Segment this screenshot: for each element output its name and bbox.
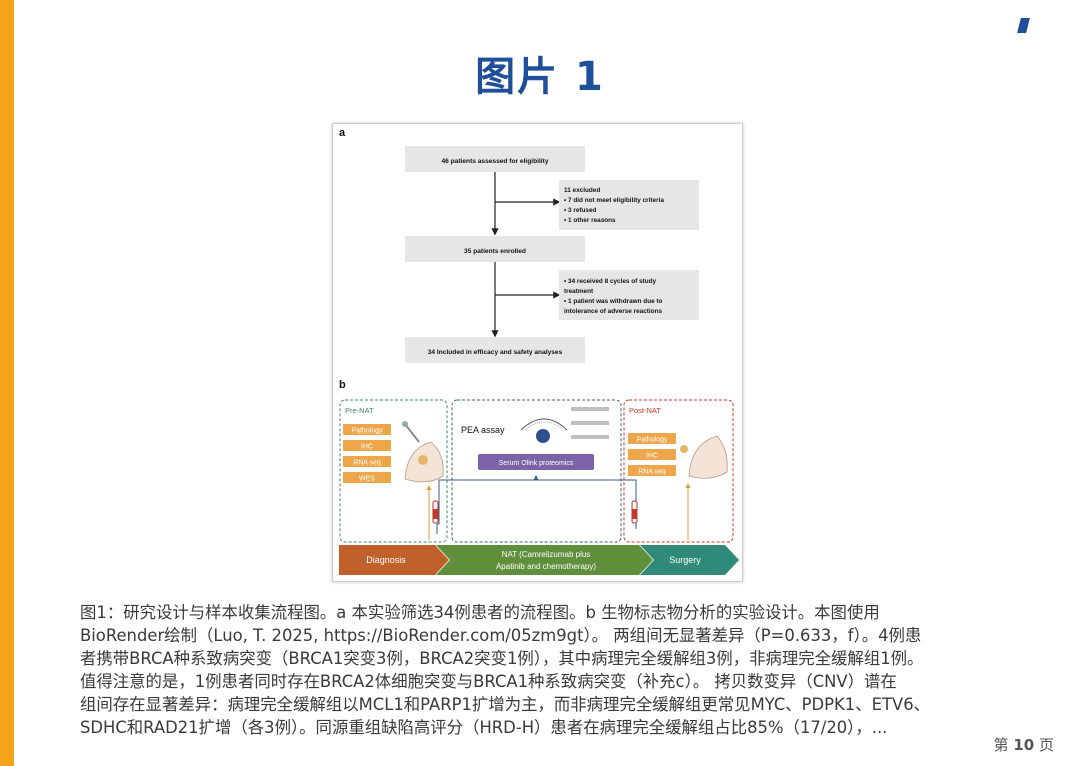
post-nat-tag-label: RNA seq: [638, 469, 666, 476]
pea-title: PEA assay: [461, 425, 505, 435]
page-suffix: 页: [1038, 736, 1054, 754]
breast-illustration-post-icon: [680, 435, 728, 479]
post-nat-title: Post-NAT: [629, 406, 661, 415]
timeline-nat: [436, 545, 653, 575]
figure-image: a 46 patients assessed for eligibility 1…: [332, 123, 743, 582]
blood-tube-post-fill: [632, 509, 637, 519]
slide-title: 图片 1: [475, 54, 605, 100]
post-nat-tag-label: Pathology: [636, 437, 668, 444]
post-nat-tag-label: IHC: [646, 453, 658, 460]
timeline-diagnosis-label: Diagnosis: [366, 555, 406, 565]
flow-box-included: [405, 337, 585, 363]
page-number-value: 10: [1013, 736, 1035, 754]
flow-box-assessed: [405, 146, 585, 172]
flow-box-enrolled: [405, 236, 585, 262]
withdrawn-text: • 34 received 8 cycles of study treatmen…: [564, 278, 664, 315]
timeline-surgery-label: Surgery: [669, 555, 701, 565]
post-nat-tag-pathology: [628, 433, 676, 444]
excluded-text: 11 excluded • 7 did not meet eligibility…: [564, 187, 666, 224]
pre-nat-tag-wes: [343, 472, 391, 483]
pre-nat-tag-label: WES: [359, 476, 375, 483]
flow-included-text: 34 Included in efficacy and safety analy…: [428, 349, 563, 356]
excluded-line: • 3 refused: [564, 207, 597, 214]
pre-nat-tag-label: RNA seq: [353, 460, 381, 467]
orange-side-bar: [0, 0, 14, 766]
breast-illustration-icon: [402, 421, 444, 483]
post-nat-tag-rnaseq: [628, 465, 676, 476]
timeline-surgery: [640, 545, 739, 575]
withdrawn-line: • 1 patient was withdrawn due to: [564, 298, 663, 305]
caption-line: SDHC和RAD21扩增（各3例）。同源重组缺陷高评分（HRD-H）患者在病理完…: [80, 718, 888, 737]
pea-connector-arrow: [436, 475, 539, 534]
pre-nat-tag-rnaseq: [343, 456, 391, 467]
excluded-line: 11 excluded: [564, 187, 600, 194]
pea-box: [451, 399, 622, 543]
olink-proteomics-text: Serum Olink proteomics: [499, 460, 574, 467]
page-number: 第 10 页: [994, 734, 1054, 755]
pea-assay-icon: [520, 418, 568, 443]
pre-nat-tag-label: IHC: [361, 444, 373, 451]
blood-tube-fill: [433, 509, 438, 519]
caption-line: 图1：研究设计与样本收集流程图。a 本实验筛选34例患者的流程图。b 生物标志物…: [80, 603, 880, 622]
post-nat-tag-ihc: [628, 449, 676, 460]
caption-line: 值得注意的是，1例患者同时存在BRCA2体细胞突变与BRCA1种系致病突变（补充…: [80, 672, 897, 691]
pre-nat-box: [339, 399, 448, 543]
panel-a-label: a: [339, 127, 346, 139]
flow-box-excluded: [559, 180, 699, 230]
figure-svg: a 46 patients assessed for eligibility 1…: [339, 127, 739, 575]
excluded-line: • 1 other reasons: [564, 217, 616, 224]
caption-line: BioRender绘制（Luo, T. 2025, https://BioRen…: [80, 626, 922, 645]
withdrawn-line: • 34 received 8 cycles of study: [564, 278, 657, 285]
timeline-diagnosis: [339, 545, 449, 575]
timeline-nat-line2: Apatinib and chemotherapy): [496, 562, 596, 571]
caption-line: 者携带BRCA种系致病突变（BRCA1突变3例，BRCA2突变1例），其中病理完…: [80, 649, 924, 668]
excluded-line: • 7 did not meet eligibility criteria: [564, 197, 664, 204]
pre-nat-tag-label: Pathology: [351, 428, 383, 435]
caption-line: 组间存在显著差异：病理完全缓解组以MCL1和PARP1扩增为主，而非病理完全缓解…: [80, 695, 931, 714]
corner-logo-mark: [1017, 18, 1030, 33]
figure-caption: 图1：研究设计与样本收集流程图。a 本实验筛选34例患者的流程图。b 生物标志物…: [80, 601, 1020, 739]
flow-assessed-text: 46 patients assessed for eligibility: [441, 158, 548, 165]
post-nat-box: [623, 399, 734, 543]
olink-proteomics-box: [478, 454, 594, 470]
pre-nat-tag-pathology: [343, 424, 391, 435]
pre-nat-title: Pre-NAT: [345, 406, 374, 415]
pre-nat-tag-ihc: [343, 440, 391, 451]
timeline-nat-line1: NAT (Camrelizumab plus: [502, 550, 591, 559]
flow-box-withdrawn: [559, 270, 699, 320]
withdrawn-line: treatment: [564, 288, 594, 295]
panel-b-label: b: [339, 379, 346, 391]
flow-enrolled-text: 35 patients enrolled: [464, 248, 526, 255]
withdrawn-line: intolerance of adverse reactions: [564, 308, 662, 315]
sequencing-reads-icon: [571, 407, 609, 439]
page-prefix: 第: [993, 736, 1009, 754]
